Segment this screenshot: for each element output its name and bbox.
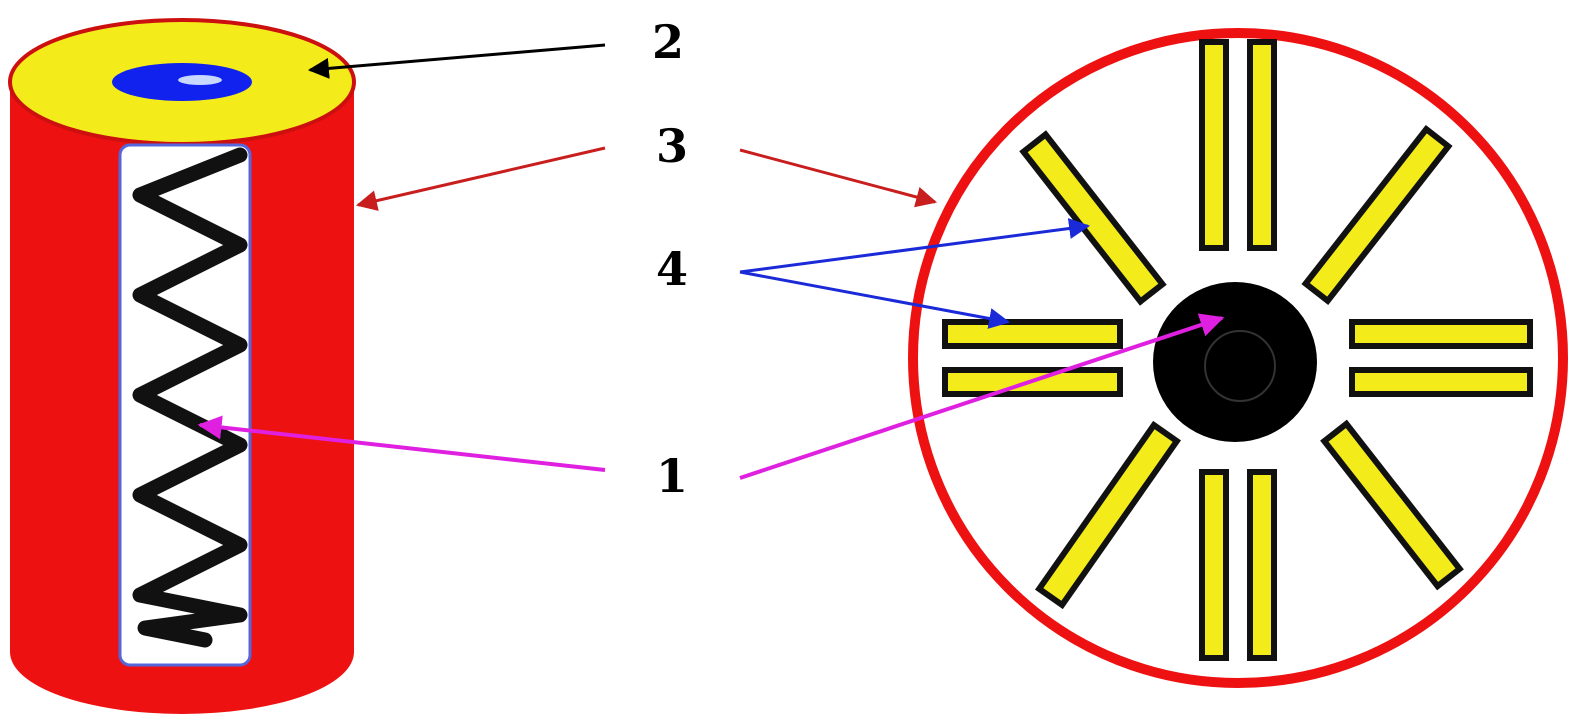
cross-section-view	[908, 28, 1568, 688]
bar-diagonal-upper-right	[1301, 124, 1453, 306]
bar-right-bottom	[1349, 367, 1533, 397]
label-4: 4	[656, 242, 688, 296]
central-core	[1153, 282, 1317, 442]
arrow-2-to-top-face	[307, 43, 606, 79]
annotation-arrows	[197, 43, 1225, 480]
bar-bottom-left	[1199, 469, 1229, 661]
bar-left-top	[942, 319, 1123, 349]
label-3: 3	[656, 119, 688, 173]
bar-bottom-right	[1247, 469, 1277, 661]
arrow-4-to-diagonal-bar	[739, 218, 1091, 274]
bar-diagonal-lower-right	[1320, 419, 1464, 591]
label-1: 1	[656, 449, 688, 503]
label-2: 2	[652, 15, 684, 69]
central-core-inner-ring	[1204, 330, 1276, 402]
arrow-4-to-horizontal-bar	[739, 270, 1011, 329]
bar-diagonal-lower-left	[1034, 420, 1182, 610]
arrow-1-to-coil	[197, 415, 606, 472]
helical-coil	[132, 147, 248, 648]
arrow-3-to-ring	[739, 148, 938, 208]
arrow-1-to-core	[739, 313, 1225, 480]
bar-top-right	[1247, 39, 1277, 251]
bar-right-top	[1349, 319, 1533, 349]
lumen-highlight	[178, 75, 222, 85]
bar-top-left	[1199, 39, 1229, 251]
arrow-3-to-cylinder	[355, 146, 606, 211]
cylinder-side-view	[8, 18, 356, 714]
